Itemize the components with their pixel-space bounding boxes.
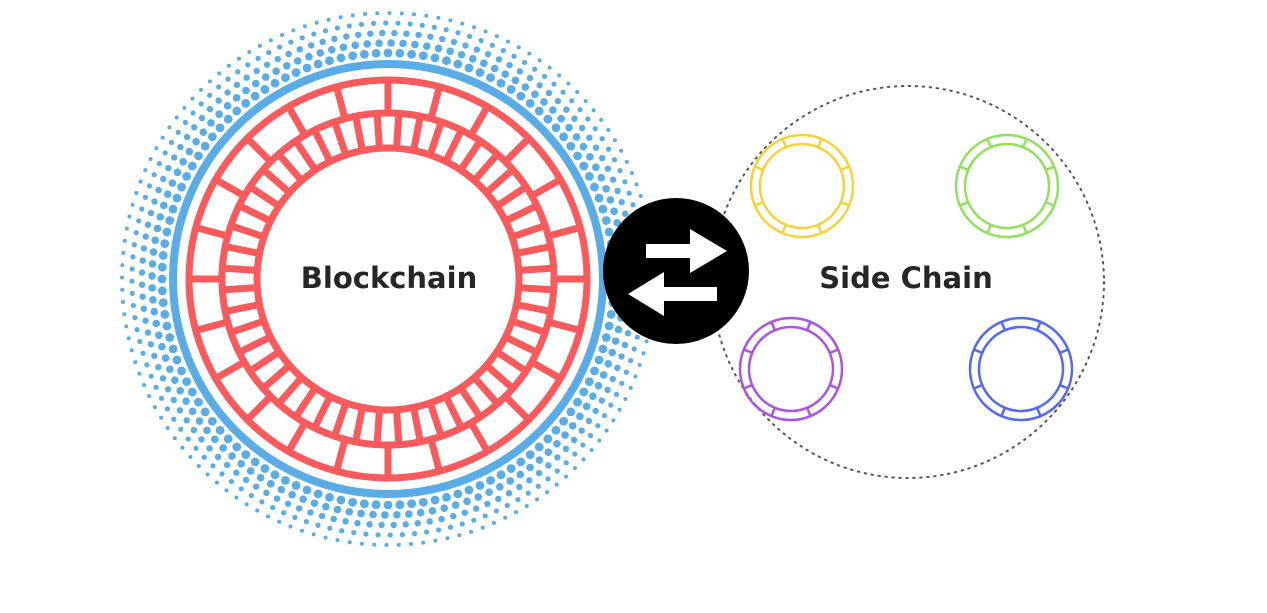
blockchain-label: Blockchain: [301, 261, 477, 295]
side-chain-node-blue: [968, 316, 1074, 422]
swap-arrows-icon: [603, 198, 749, 344]
side-chain-node-yellow: [749, 133, 855, 239]
blockchain-outer-ring: [169, 60, 607, 498]
side-chain-node-purple: [738, 316, 844, 422]
blockchain-segmented-ring: [185, 76, 591, 482]
outer-dot-halo: [120, 11, 656, 547]
side-chain-label: Side Chain: [819, 261, 992, 295]
side-chain-node-green: [954, 133, 1060, 239]
side-chain-nodes: [738, 133, 1074, 422]
